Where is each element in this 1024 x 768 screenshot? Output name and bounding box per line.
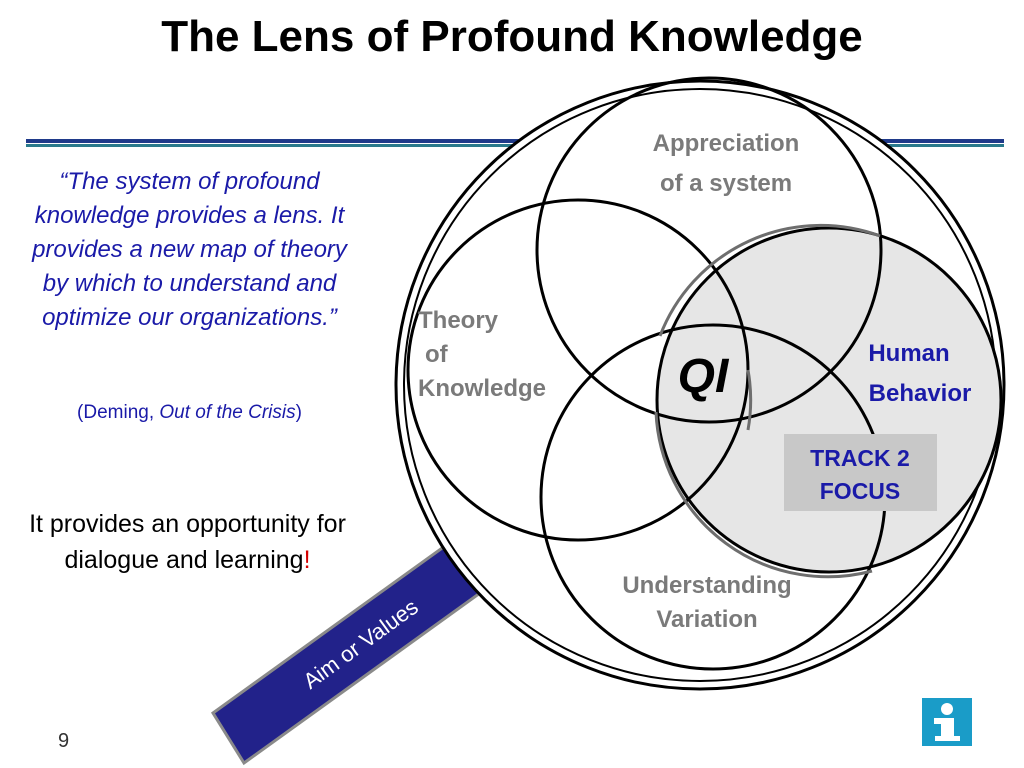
deming-quote: “The system of profound knowledge provid… bbox=[22, 165, 357, 335]
svg-text:Behavior: Behavior bbox=[869, 380, 972, 407]
note-exclamation: ! bbox=[303, 546, 311, 574]
slide-title: The Lens of Profound Knowledge bbox=[161, 12, 863, 61]
track-focus-badge: TRACK 2 FOCUS bbox=[784, 434, 937, 511]
svg-text:Understanding: Understanding bbox=[622, 572, 791, 599]
citation-title: Out of the Crisis bbox=[159, 402, 296, 423]
learning-note: It provides an opportunity for dialogue … bbox=[20, 506, 355, 578]
appreciation-circle bbox=[535, 76, 883, 424]
svg-text:TRACK 2: TRACK 2 bbox=[810, 445, 910, 471]
title-divider bbox=[26, 139, 1004, 143]
svg-text:Variation: Variation bbox=[656, 606, 757, 633]
svg-text:Appreciation: Appreciation bbox=[653, 130, 800, 157]
quote-citation: (Deming, Out of the Crisis) bbox=[22, 402, 357, 424]
appreciation-label: Appreciation of a system bbox=[653, 130, 800, 197]
svg-text:of: of bbox=[425, 341, 449, 368]
qi-label: QI bbox=[678, 350, 730, 403]
svg-text:FOCUS: FOCUS bbox=[820, 478, 901, 504]
svg-text:of a system: of a system bbox=[660, 170, 792, 197]
quote-close-mark: ” bbox=[328, 304, 337, 331]
citation-suffix: ) bbox=[295, 402, 302, 423]
page-number: 9 bbox=[58, 730, 70, 752]
svg-text:Theory: Theory bbox=[418, 307, 499, 334]
variation-label: Understanding Variation bbox=[622, 572, 791, 633]
overlap-arcs bbox=[654, 223, 881, 579]
svg-text:Knowledge: Knowledge bbox=[418, 375, 546, 402]
quote-text: The system of profound knowledge provide… bbox=[32, 168, 347, 331]
human-behavior-label: Human Behavior bbox=[868, 340, 971, 407]
svg-text:Human: Human bbox=[868, 340, 949, 367]
note-text: It provides an opportunity for dialogue … bbox=[29, 510, 346, 574]
citation-prefix: (Deming, bbox=[77, 402, 160, 423]
ihi-logo bbox=[922, 698, 972, 746]
human-behavior-circle bbox=[655, 226, 1003, 574]
quote-open-mark: “ bbox=[59, 168, 68, 195]
theory-label: Theory of Knowledge bbox=[418, 307, 546, 402]
